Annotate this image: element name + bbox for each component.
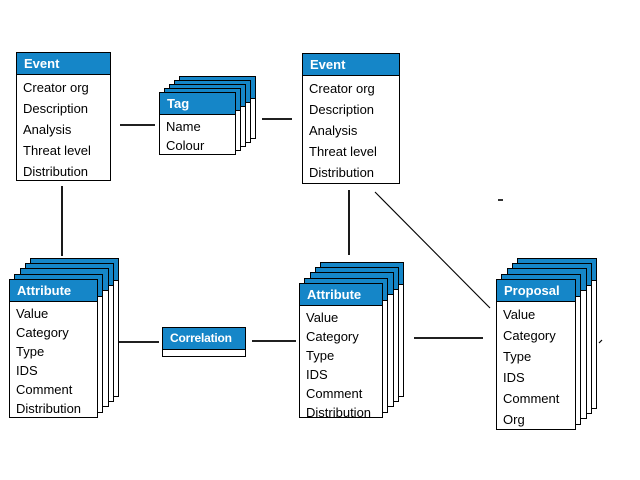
field-label: Name	[166, 119, 201, 134]
field-label: Org	[503, 412, 525, 427]
field-label: IDS	[306, 367, 328, 382]
proposal-fields: Value Category Type IDS Comment Org	[497, 302, 575, 430]
field-label: Colour	[166, 138, 205, 153]
field-label: Category	[503, 328, 556, 343]
field-label: Value	[306, 310, 339, 325]
attribute-left-fields: Value Category Type IDS Comment Distribu…	[10, 302, 97, 418]
field-label: Type	[503, 349, 532, 364]
field-label: Type	[16, 344, 45, 359]
proposal-card: Proposal Value Category Type IDS Comment…	[496, 279, 576, 430]
event-left-fields: Creator org Description Analysis Threat …	[17, 75, 110, 182]
attribute-left-title: Attribute	[10, 280, 97, 302]
correlation-title: Correlation	[163, 328, 245, 350]
tag-card: Tag Name Colour	[159, 92, 236, 155]
field-label: Value	[503, 307, 536, 322]
event-left-card: Event Creator org Description Analysis T…	[16, 52, 111, 181]
field-label: Distribution	[306, 405, 372, 420]
field-label: Comment	[16, 382, 73, 397]
tag-title: Tag	[160, 93, 235, 115]
field-label: Threat level	[23, 143, 91, 158]
field-label: Comment	[503, 391, 560, 406]
field-label: Category	[306, 329, 359, 344]
event-right-card: Event Creator org Description Analysis T…	[302, 53, 400, 184]
field-label: Distribution	[16, 401, 82, 416]
event-right-title: Event	[303, 54, 399, 76]
event-left-title: Event	[17, 53, 110, 75]
field-label: IDS	[503, 370, 525, 385]
field-label: Description	[23, 101, 89, 116]
attribute-middle-card: Attribute Value Category Type IDS Commen…	[299, 283, 383, 420]
field-label: Value	[16, 306, 49, 321]
field-label: Type	[306, 348, 335, 363]
field-label: Analysis	[23, 122, 72, 137]
stray-tick	[598, 339, 603, 344]
field-label: Creator org	[23, 80, 89, 95]
field-label: IDS	[16, 363, 38, 378]
field-label: Distribution	[309, 165, 375, 180]
attribute-middle-title: Attribute	[300, 284, 382, 306]
field-label: Distribution	[23, 164, 89, 179]
event-right-fields: Creator org Description Analysis Threat …	[303, 76, 399, 183]
attribute-middle-fields: Value Category Type IDS Comment Distribu…	[300, 306, 382, 422]
field-label: Comment	[306, 386, 363, 401]
field-label: Threat level	[309, 144, 377, 159]
attribute-left-card: Attribute Value Category Type IDS Commen…	[9, 279, 98, 418]
field-label: Description	[309, 102, 375, 117]
proposal-title: Proposal	[497, 280, 575, 302]
field-label: Category	[16, 325, 69, 340]
correlation-card: Correlation	[162, 327, 246, 357]
field-label: Creator org	[309, 81, 375, 96]
tag-fields: Name Colour	[160, 115, 235, 155]
connector-event-right-proposal	[374, 191, 491, 309]
field-label: Analysis	[309, 123, 358, 138]
